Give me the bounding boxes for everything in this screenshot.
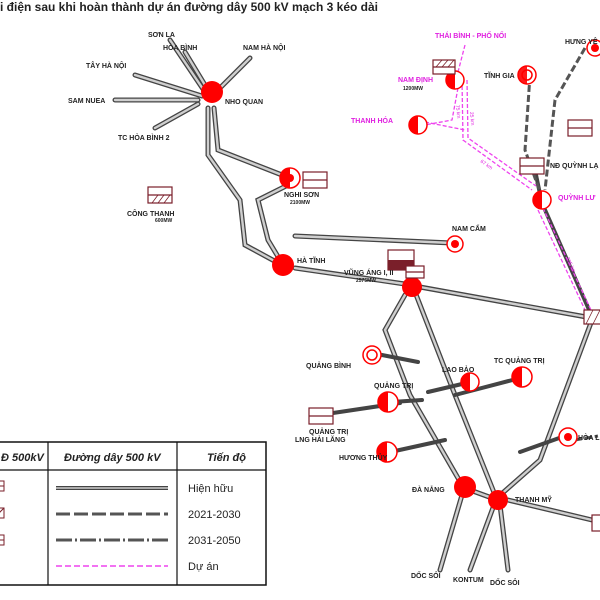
node-ha-tinh — [272, 254, 294, 276]
node-tinh-gia — [517, 65, 537, 85]
label-da-nang: ĐÀ NẴNG — [412, 485, 445, 494]
label-ha-tinh: HÀ TĨNH — [297, 256, 325, 265]
label-nam-ha-noi: NAM HÀ NỘI — [243, 43, 285, 52]
plant-cong-thanh — [147, 186, 173, 204]
label-nho-quan: NHO QUAN — [225, 99, 263, 106]
label-nd-quynh-lap: NĐ QUỲNH LẠ — [550, 161, 599, 170]
legend-row-3: 2031-2050 — [188, 535, 241, 547]
label-nghi-son-cap: 2100MW — [290, 200, 310, 206]
label-cong-thanh: CÔNG THANH — [127, 209, 174, 218]
page-title: i điện sau khi hoàn thành dự án đường dâ… — [0, 0, 378, 14]
plant-east — [583, 309, 600, 325]
node-hoa-l — [558, 427, 578, 447]
label-quang-binh: QUẢNG BÌNH — [306, 361, 351, 370]
label-son-la: SƠN LA — [148, 32, 175, 39]
legend-row-4: Dự án — [188, 561, 219, 573]
label-tc-hoa-binh-2: TC HÒA BÌNH 2 — [118, 133, 170, 142]
label-tinh-gia: TĨNH GIA — [484, 71, 515, 80]
node-quang-tri — [377, 391, 399, 413]
label-lao-bao: LAO BẢO — [442, 365, 475, 374]
legend-symbol-1 — [0, 480, 5, 492]
label-thai-binh-pho-noi: THÁI BÌNH - PHỐ NỐI — [435, 30, 506, 40]
label-hoa-l: HÒA L — [578, 433, 600, 442]
project-thaibinh-namdinh — [457, 44, 466, 73]
plant-nam-dinh — [432, 59, 456, 75]
line-tcquangtri — [453, 376, 522, 397]
project-quynhluu-south-a — [537, 209, 587, 313]
label-nghi-son: NGHI SƠN — [284, 192, 319, 199]
label-cong-thanh-cap: 600MW — [155, 218, 173, 224]
line-laobao — [426, 382, 464, 394]
project-quynhluu-south-b — [542, 207, 592, 311]
label-vung-ang-cap: 2575MW — [356, 278, 376, 284]
km-label-1: 25 km — [468, 112, 475, 126]
label-nam-dinh-cap: 1200MW — [403, 86, 423, 92]
label-tay-ha-noi: TÂY HÀ NỘI — [86, 61, 126, 70]
label-vung-ang: VŨNG ÁNG I, II — [344, 268, 393, 277]
node-da-nang — [454, 476, 476, 498]
node-quang-binh — [362, 345, 382, 365]
plant-nghi-son — [302, 171, 328, 189]
node-quynh-luu — [532, 190, 552, 210]
legend-row-2: 2021-2030 — [188, 509, 241, 521]
legend-header-3: Tiến độ — [207, 452, 246, 464]
legend-row-1: Hiện hữu — [188, 483, 233, 495]
line-hoal — [518, 435, 564, 454]
label-sam-nuea: SAM NUEA — [68, 98, 105, 105]
plant-quynh-lap — [519, 157, 545, 175]
line-nhoquan-nghison — [211, 105, 285, 178]
node-thanh-my — [488, 490, 508, 510]
label-nam-dinh: NAM ĐỊNH — [398, 77, 433, 84]
node-nho-quan — [201, 81, 223, 103]
project-namdinh-thanhhoa — [424, 87, 459, 126]
label-thanh-my: THẠNH MỸ — [515, 495, 552, 504]
legend-header-1: Đ 500kV — [1, 452, 45, 464]
plant-vung-ang — [387, 249, 415, 271]
plant-vung-ang-2 — [405, 265, 425, 279]
label-hung-yen: HƯNG YÊ — [565, 37, 598, 46]
node-vung-ang — [402, 277, 422, 297]
label-doc-soi-2: DỐC SỎI — [490, 577, 520, 587]
km-label-3: 67 km — [479, 159, 494, 172]
node-nghi-son — [279, 167, 301, 189]
line-hoal-spur — [574, 434, 599, 442]
project-lines — [424, 44, 592, 313]
plant-lng-hai-lang — [308, 407, 334, 425]
plant-tinh-gia-r — [567, 119, 593, 137]
label-doc-soi-1: DỐC SỎI — [411, 570, 441, 580]
line-hungyen-quynhluu — [543, 47, 587, 191]
label-quynh-luu: QUỲNH LƯ — [558, 193, 596, 202]
planned-lines — [523, 47, 599, 442]
km-label-2: 75 km — [454, 105, 461, 119]
line-tinhgia-quynhluu — [523, 74, 542, 193]
legend: Đ 500kV Đường dây 500 kV Tiến độ Hiện hữ… — [0, 441, 267, 586]
node-lao-bao — [460, 372, 480, 392]
label-thanh-hoa: THANH HÓA — [351, 116, 393, 125]
label-nam-cam: NAM CẤM — [452, 223, 486, 233]
node-huong-thuy — [376, 441, 398, 463]
legend-symbol-2 — [0, 507, 5, 519]
project-namdinh-quynhluu-b — [466, 79, 537, 187]
label-huong-thuy: HƯƠNG THỦY — [339, 453, 388, 462]
project-thanhhoa-link — [424, 121, 466, 131]
existing-lines — [112, 37, 595, 573]
label-quang-tri: QUẢNG TRỊ — [374, 381, 413, 390]
legend-symbol-3 — [0, 534, 5, 546]
node-nam-cam — [446, 235, 464, 253]
node-tc-quang-tri — [511, 366, 533, 388]
label-tc-quang-tri: TC QUẢNG TRỊ — [494, 356, 545, 365]
line-quangbinh — [380, 353, 420, 364]
project-namdinh-quynhluu-a — [461, 79, 533, 191]
legend-header-2: Đường dây 500 kV — [64, 452, 162, 464]
node-thanh-hoa — [408, 115, 428, 135]
node-hung-yen — [586, 39, 600, 57]
label-hoa-binh: HÒA BÌNH — [163, 43, 197, 52]
line-huongthuy — [393, 438, 447, 453]
line-east-thanhmy — [495, 317, 595, 500]
label-kontum: KONTUM — [453, 577, 484, 584]
plant-southeast — [591, 514, 600, 532]
node-nam-dinh — [445, 70, 465, 90]
